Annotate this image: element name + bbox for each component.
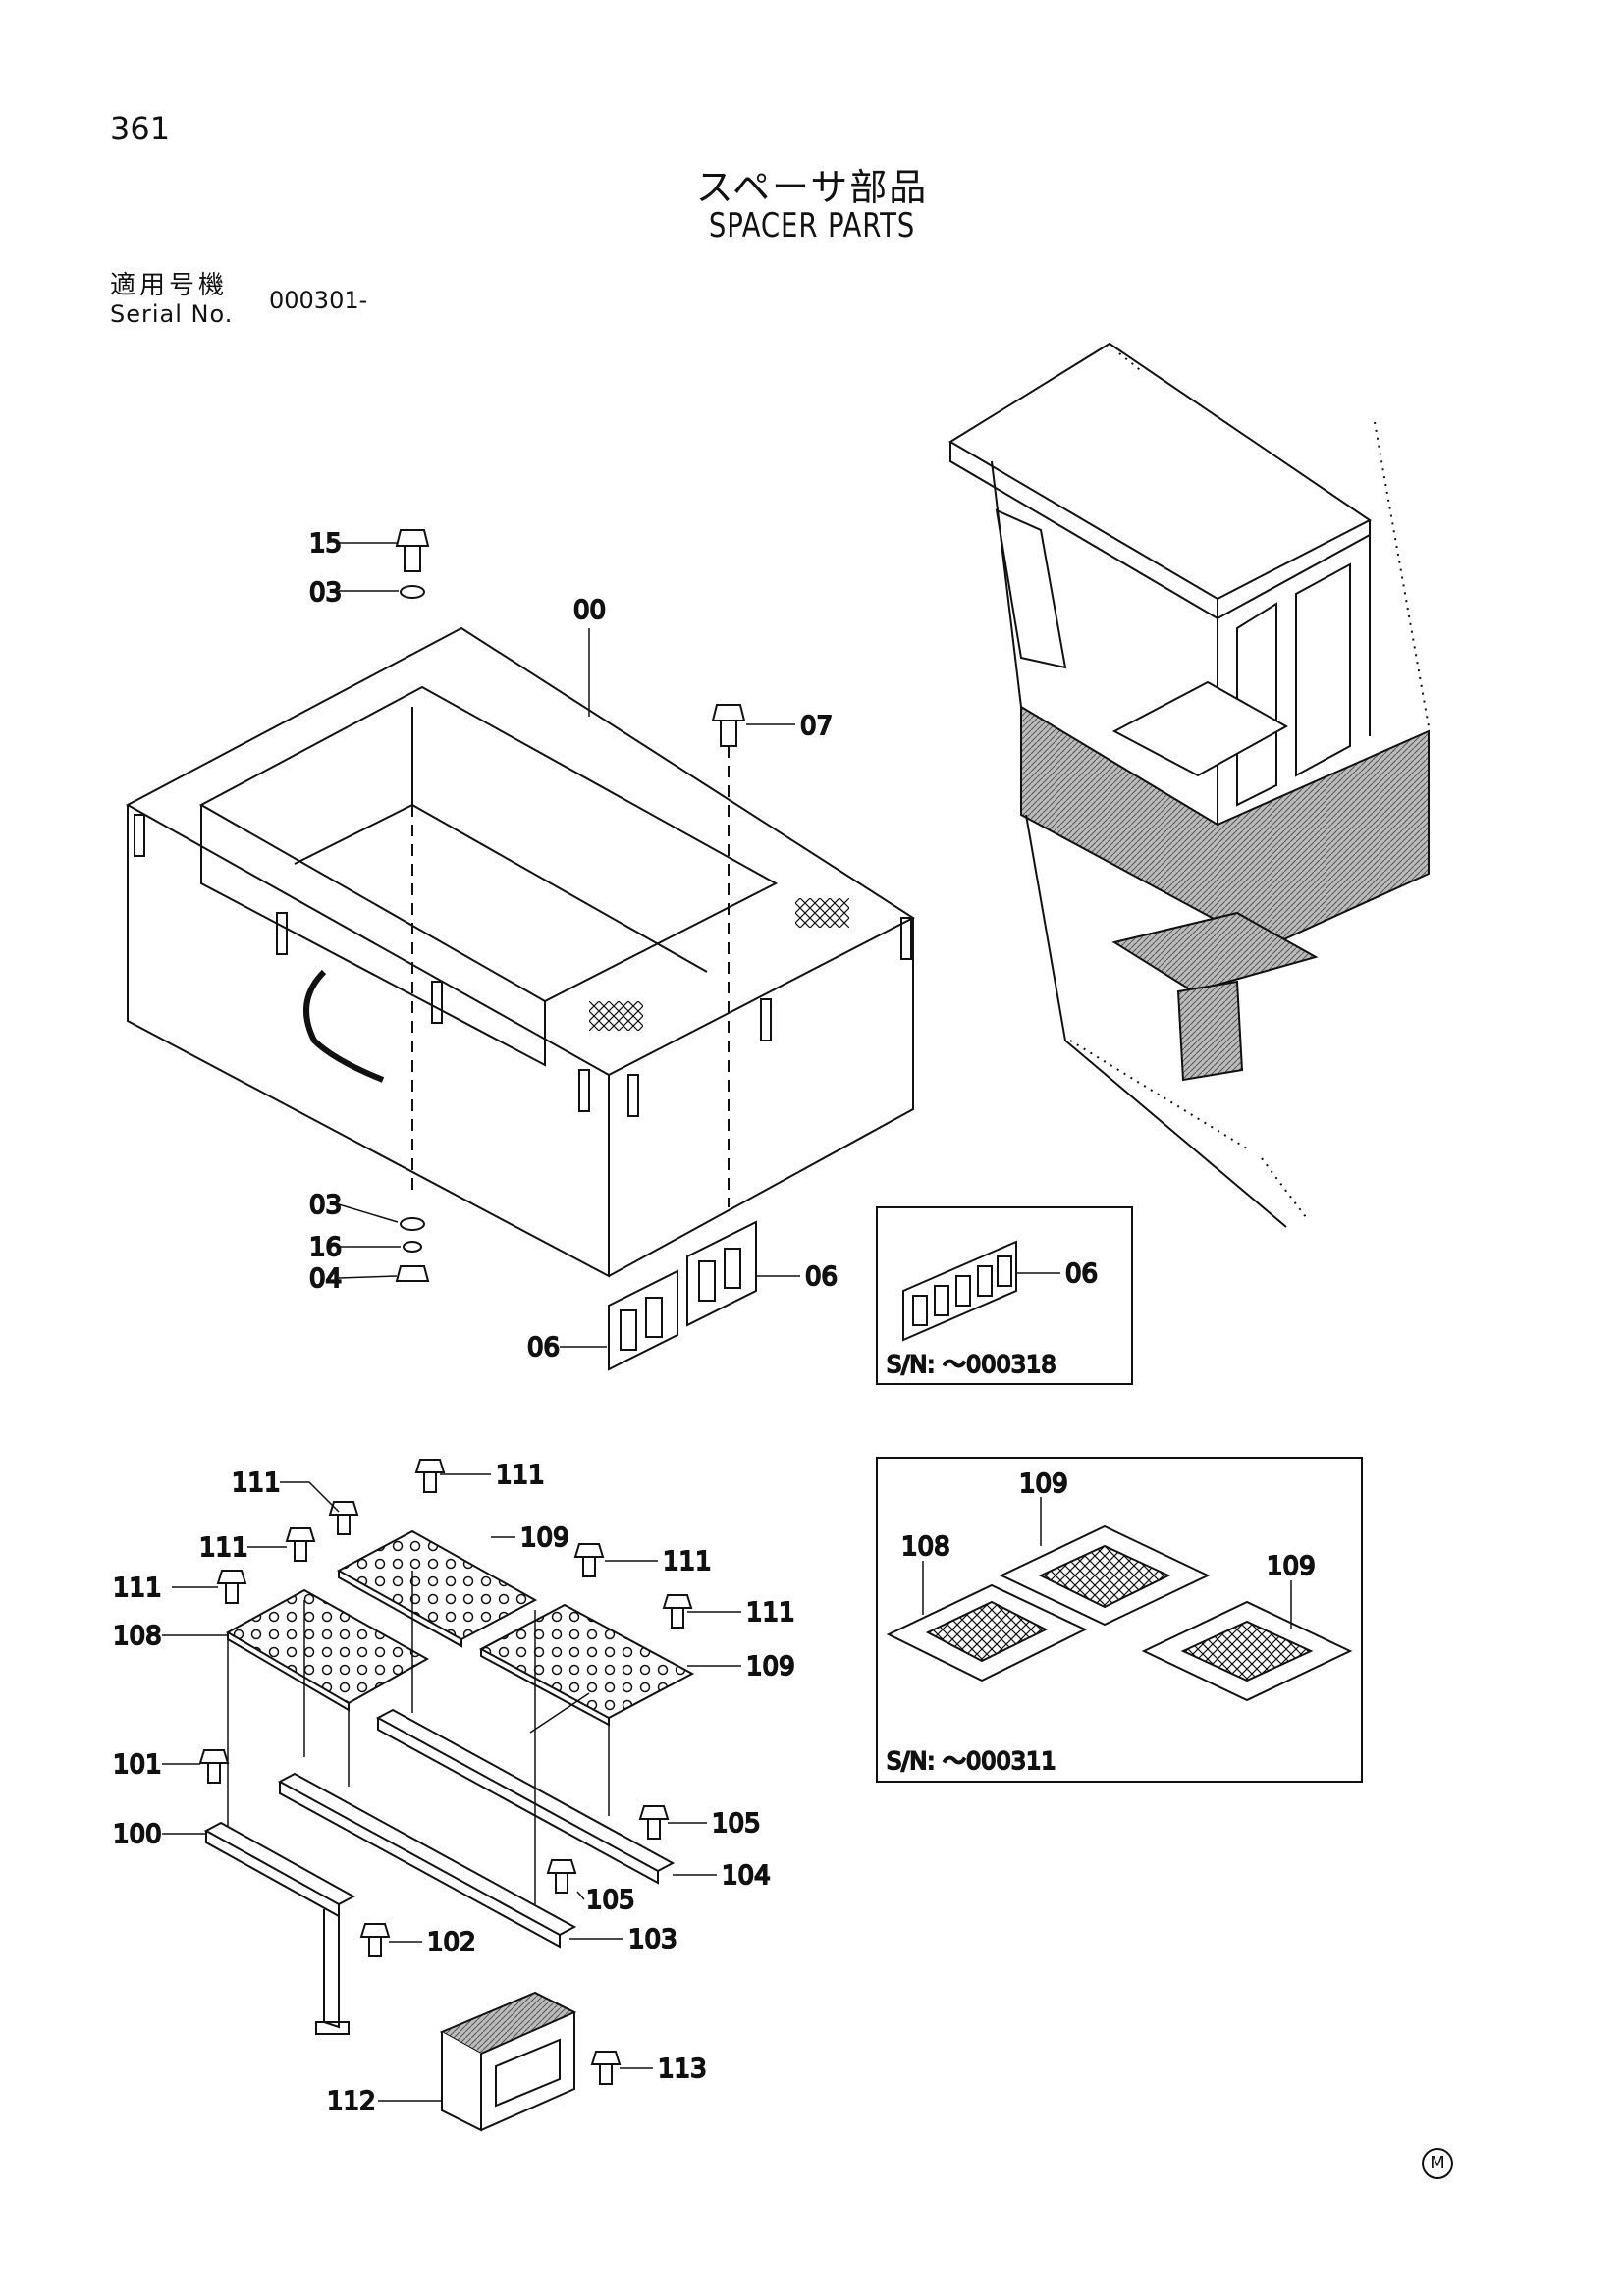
cab-assembly-view <box>948 342 1430 1228</box>
step-plate-108 <box>225 1588 430 1712</box>
nut-04-icon <box>395 1265 430 1282</box>
callout-100: 100 <box>113 1820 162 1849</box>
callout-105-b: 105 <box>586 1886 635 1915</box>
callout-112: 112 <box>327 2087 376 2116</box>
callout-109-inset-a: 109 <box>1019 1469 1068 1499</box>
stair-step-112 <box>439 1991 577 2132</box>
side-bracket <box>578 1069 590 1112</box>
leader-lines <box>162 542 1292 2102</box>
side-bracket <box>276 912 288 955</box>
callout-109-a: 109 <box>520 1523 569 1553</box>
step-plate-109-left <box>336 1529 538 1648</box>
bolt-111-icons <box>216 1459 693 1629</box>
page-number: 361 <box>110 110 171 147</box>
serial-label-jp: 適用号機 <box>110 271 229 300</box>
step-plate-109-right <box>478 1603 695 1727</box>
side-bracket <box>627 1074 639 1117</box>
callout-111-f: 111 <box>746 1598 795 1628</box>
callout-111-d: 111 <box>113 1574 162 1603</box>
side-bracket <box>760 998 772 1041</box>
callout-04: 04 <box>309 1264 342 1294</box>
serial-label-en: Serial No. <box>110 300 234 328</box>
callout-103: 103 <box>628 1925 677 1954</box>
callout-109-inset-b: 109 <box>1267 1552 1316 1581</box>
callout-15: 15 <box>309 529 342 559</box>
frame-bar-103 <box>277 1772 577 1949</box>
callout-111-b: 111 <box>496 1461 545 1490</box>
inset-box-108-109 <box>876 1457 1363 1783</box>
callout-06-right: 06 <box>805 1262 838 1292</box>
mesh-marking <box>795 898 849 928</box>
serial-value: 000301- <box>269 287 368 314</box>
page-title-en: SPACER PARTS <box>708 206 916 245</box>
inset-note-000311: S/N: ～000311 <box>887 1747 1056 1775</box>
assembly-lines <box>227 1571 610 1904</box>
page-title-jp: スペーサ部品 <box>695 166 929 209</box>
spacer-plate-06-left <box>608 1269 678 1371</box>
inset-note-000318: S/N: ～000318 <box>887 1351 1056 1378</box>
callout-00: 00 <box>573 596 606 625</box>
callout-108: 108 <box>113 1622 162 1651</box>
callout-06-inset: 06 <box>1065 1259 1098 1289</box>
callout-108-inset: 108 <box>901 1532 950 1562</box>
callout-102: 102 <box>427 1928 476 1957</box>
callout-111-e: 111 <box>663 1547 712 1576</box>
inset-box-06 <box>876 1206 1133 1385</box>
frame-bar-104 <box>375 1708 676 1885</box>
callout-06-left: 06 <box>527 1333 560 1362</box>
spring-washer-16-icon <box>403 1241 422 1253</box>
callout-03-top: 03 <box>309 578 342 608</box>
frame-bracket-100 <box>203 1821 356 2035</box>
callout-03-bottom: 03 <box>309 1191 342 1220</box>
spacer-plate-06-right <box>686 1220 757 1327</box>
callout-101: 101 <box>113 1750 162 1780</box>
callout-104: 104 <box>722 1861 771 1891</box>
side-bracket <box>900 917 912 960</box>
mesh-marking <box>589 1001 643 1031</box>
footer-mark: M <box>1422 2148 1453 2179</box>
callout-16: 16 <box>309 1233 342 1262</box>
bolt-07-icon <box>711 704 746 747</box>
callout-113: 113 <box>658 2055 707 2084</box>
callout-109-b: 109 <box>746 1652 795 1682</box>
spacer-box <box>125 626 915 1278</box>
washer-03-icon <box>400 585 425 599</box>
callout-07: 07 <box>800 712 833 741</box>
side-bracket <box>431 981 443 1024</box>
callout-111-a: 111 <box>232 1468 281 1498</box>
washer-03-bottom-icon <box>400 1217 425 1231</box>
callout-111-c: 111 <box>199 1533 248 1563</box>
side-bracket <box>134 814 145 857</box>
bolt-10x-icons <box>198 1749 670 2085</box>
bolt-15-icon <box>395 529 430 572</box>
callout-105-a: 105 <box>712 1809 761 1839</box>
